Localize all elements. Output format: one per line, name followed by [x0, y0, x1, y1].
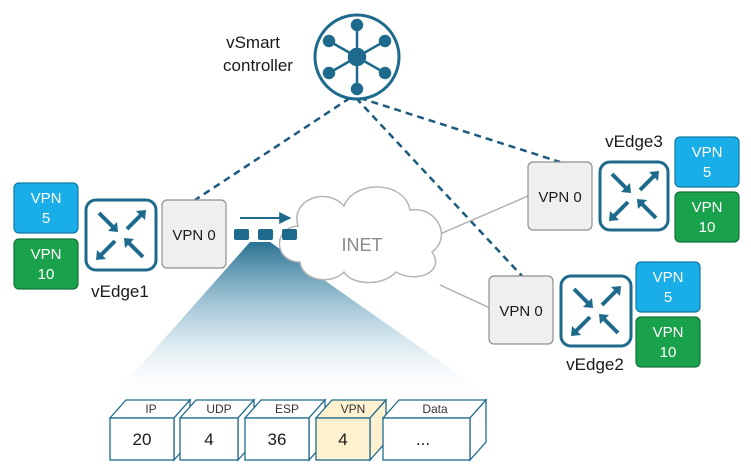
vpn10-number: 10 [38, 266, 55, 283]
vedge1-label: vEdge1 [91, 282, 149, 301]
inet-label: INET [341, 235, 382, 255]
vsmart-controller[interactable]: vSmart controller [223, 13, 401, 101]
vpn10-badge [13, 238, 79, 290]
vpn5-badge [13, 182, 79, 234]
field-value-esp: 36 [268, 430, 287, 449]
packet-beam [110, 242, 495, 400]
control-links [194, 96, 561, 277]
packet-field-vpn: VPN 4 [314, 398, 388, 462]
packet-field-ip: IP 20 [108, 398, 192, 462]
controller-label-line1: vSmart [226, 33, 280, 52]
vpn5-label: VPN [653, 269, 684, 286]
vpn5-badge [635, 261, 701, 313]
vpn10-number: 10 [699, 219, 716, 236]
link-controller-vedge2 [355, 97, 523, 277]
hub-spoke-icon [322, 18, 392, 96]
link-controller-vedge3 [359, 96, 561, 164]
link-controller-vedge1 [194, 96, 351, 202]
vedge3[interactable]: vEdge3 VPN 0 VPN 5 VPN 10 [527, 132, 740, 243]
field-header-udp: UDP [206, 402, 231, 416]
vedge2[interactable]: VPN 0 vEdge2 VPN 5 VPN 10 [488, 261, 701, 374]
vpn10-number: 10 [660, 344, 677, 361]
vpn5-badge [674, 136, 740, 188]
field-value-vpn: 4 [338, 430, 347, 449]
packet-icon-3 [282, 229, 297, 240]
packet-field-esp: ESP 36 [243, 398, 327, 462]
field-value-udp: 4 [204, 430, 213, 449]
vpn0-box [161, 199, 227, 269]
vpn0-label: VPN 0 [172, 227, 215, 244]
vpn0-box [527, 161, 593, 231]
vedge2-label: vEdge2 [566, 355, 624, 374]
packet-header: IP 20 UDP 4 ESP 36 VPN 4 [108, 398, 488, 462]
vpn0-label: VPN 0 [499, 303, 542, 320]
vpn10-badge [674, 191, 740, 243]
field-header-vpn: VPN [341, 402, 366, 416]
packet-field-data: Data ... [381, 398, 488, 462]
vpn10-label: VPN [31, 246, 62, 263]
vpn10-badge [635, 316, 701, 368]
vpn0-box [488, 275, 554, 345]
inet-cloud: INET [278, 186, 443, 284]
tunnel [234, 212, 297, 240]
vedge1[interactable]: VPN 5 VPN 10 vEdge1 VPN 0 [13, 182, 227, 301]
controller-label-line2: controller [223, 56, 293, 75]
vpn5-number: 5 [42, 210, 50, 227]
vpn5-label: VPN [692, 144, 723, 161]
transport-links [439, 195, 529, 309]
vedge3-label: vEdge3 [605, 132, 663, 151]
field-header-esp: ESP [275, 402, 299, 416]
vpn5-number: 5 [703, 164, 711, 181]
field-value-ip: 20 [133, 430, 152, 449]
packet-icon-1 [234, 229, 249, 240]
packet-field-udp: UDP 4 [178, 398, 256, 462]
vpn5-number: 5 [664, 289, 672, 306]
field-header-data: Data [422, 402, 448, 416]
packet-icon-2 [258, 229, 273, 240]
field-header-ip: IP [145, 402, 156, 416]
field-value-data: ... [416, 430, 430, 449]
vpn5-label: VPN [31, 190, 62, 207]
vpn10-label: VPN [692, 199, 723, 216]
vpn0-label: VPN 0 [538, 189, 581, 206]
vpn10-label: VPN [653, 324, 684, 341]
